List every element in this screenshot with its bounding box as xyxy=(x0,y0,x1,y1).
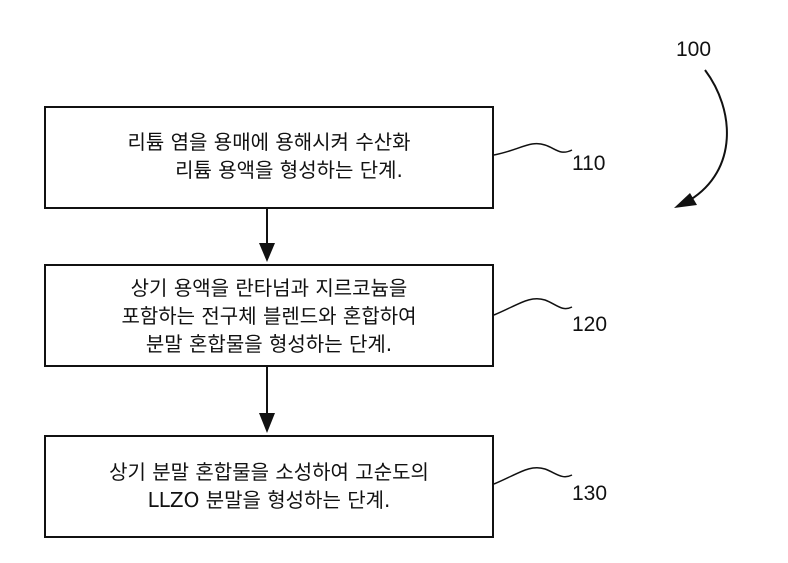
step-120-line-1: 상기 용액을 란타넘과 지르코늄을 xyxy=(46,274,492,302)
leader-line-120 xyxy=(494,299,572,315)
leader-line-130 xyxy=(494,468,572,484)
step-text-130: 상기 분말 혼합물을 소성하여 고순도의 LLZO 분말을 형성하는 단계. xyxy=(46,458,492,514)
step-text-120: 상기 용액을 란타넘과 지르코늄을 포함하는 전구체 블렌드와 혼합하여 분말 … xyxy=(46,274,492,358)
arrow-120-to-130 xyxy=(259,367,275,433)
step-110-line-2: 리튬 용액을 형성하는 단계. xyxy=(46,156,492,184)
step-text-110: 리튬 염을 용매에 용해시켜 수산화 리튬 용액을 형성하는 단계. xyxy=(46,128,492,184)
step-120-line-3: 분말 혼합물을 형성하는 단계. xyxy=(46,330,492,358)
leader-line-110 xyxy=(494,144,572,155)
step-ref-110: 110 xyxy=(572,152,605,176)
step-ref-120: 120 xyxy=(572,313,607,337)
step-130-line-2: LLZO 분말을 형성하는 단계. xyxy=(46,486,492,514)
step-130-line-1: 상기 분말 혼합물을 소성하여 고순도의 xyxy=(46,458,492,486)
figure-ref-curved-arrow xyxy=(674,70,727,208)
step-120-line-2: 포함하는 전구체 블렌드와 혼합하여 xyxy=(46,302,492,330)
arrow-110-to-120 xyxy=(259,209,275,262)
step-ref-130: 130 xyxy=(572,482,607,506)
figure-ref-number: 100 xyxy=(676,38,711,62)
step-110-line-1: 리튬 염을 용매에 용해시켜 수산화 xyxy=(46,128,492,156)
